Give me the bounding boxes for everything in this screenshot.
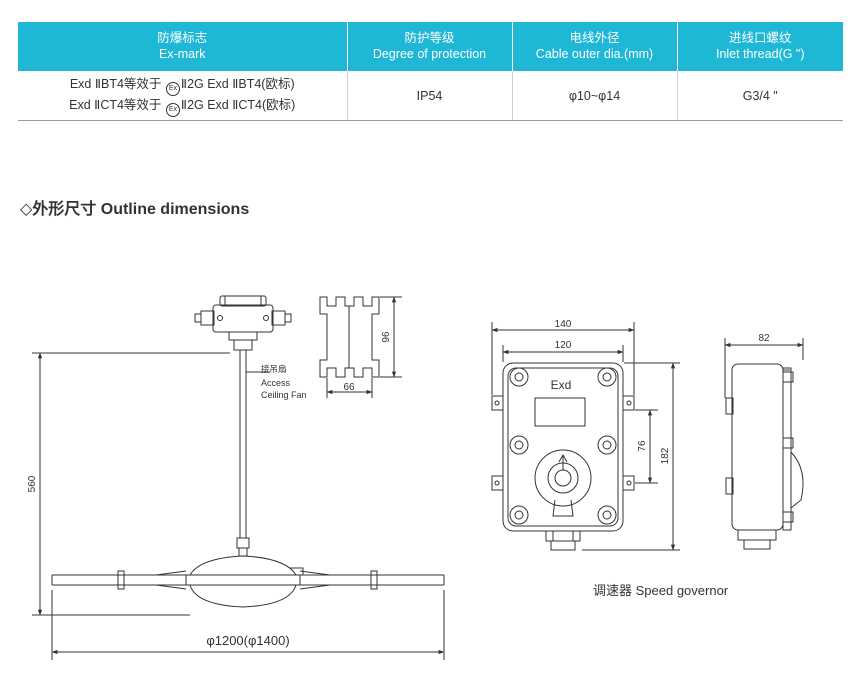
governor-exd-label: Exd <box>551 378 572 392</box>
access-cn-label: 接吊扇 <box>261 364 287 374</box>
cell-inlet-thread: G3/4 " <box>676 71 843 121</box>
mounting-lugs <box>492 396 634 490</box>
section-title: ◇外形尺寸 Outline dimensions <box>20 201 250 218</box>
junction-box <box>195 296 291 350</box>
downrod <box>237 350 249 556</box>
cell-cable-dia: φ10~φ14 <box>511 71 677 121</box>
governor-width-inner-label: 120 <box>555 340 572 351</box>
access-en-label-2: Ceiling Fan <box>261 390 307 400</box>
governor-mount-spacing-label: 76 <box>637 440 648 452</box>
bolt-bosses <box>510 368 616 524</box>
governor-width-outer-label: 140 <box>555 319 572 330</box>
access-en-label-1: Access <box>261 378 291 388</box>
dim-height-560 <box>32 352 230 616</box>
ceiling-fan-drawing <box>32 296 445 660</box>
governor-front-view <box>491 322 680 551</box>
bracket-height-label: 96 <box>381 331 392 343</box>
governor-height-label: 182 <box>660 447 671 464</box>
governor-side-view <box>724 338 804 549</box>
ex-symbol-icon: Ex <box>165 102 180 117</box>
fan-motor <box>186 556 303 607</box>
governor-caption: 调速器 Speed governor <box>593 583 729 598</box>
governor-depth-label: 82 <box>758 333 770 344</box>
fan-blades <box>52 571 444 589</box>
cell-protection: IP54 <box>346 71 512 121</box>
selector-knob <box>535 450 591 516</box>
cable-gland <box>546 531 580 550</box>
dim-diameter-label: φ1200(φ1400) <box>206 633 289 648</box>
bracket-width-label: 66 <box>343 382 355 393</box>
dim-diameter-1200 <box>51 590 445 660</box>
mount-bracket-drawing <box>320 296 402 398</box>
dim-height-label: 560 <box>27 475 38 492</box>
